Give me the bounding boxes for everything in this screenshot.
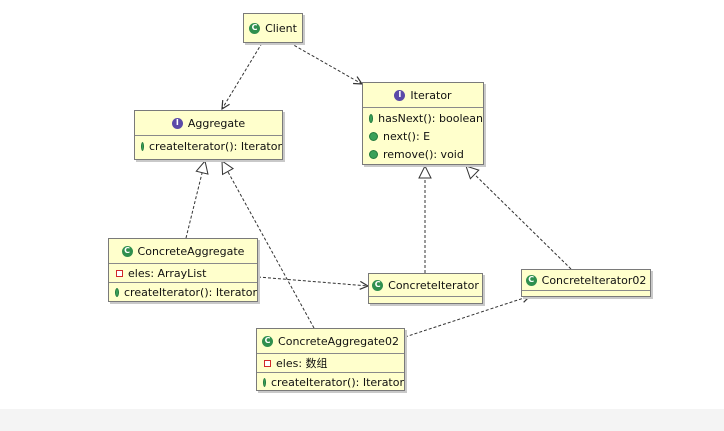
class-concreteiterator[interactable]: C ConcreteIterator xyxy=(368,273,483,304)
class-client-name: Client xyxy=(265,21,297,35)
class-concreteiterator-body xyxy=(369,297,482,301)
private-field-icon xyxy=(264,359,271,367)
field-text: eles: 数组 xyxy=(276,357,328,370)
private-field-icon xyxy=(116,269,123,277)
class-concreteaggregate-methods: createIterator(): Iterator xyxy=(109,283,257,301)
class-concreteaggregate-header: C ConcreteAggregate xyxy=(109,239,257,264)
method-row: createIterator(): Iterator xyxy=(257,374,404,390)
class-concreteaggregate02[interactable]: C ConcreteAggregate02 eles: 数组 createIte… xyxy=(256,328,405,391)
interface-iterator[interactable]: I Iterator hasNext(): boolean next(): E … xyxy=(362,82,484,165)
class-concreteiterator02-name: ConcreteIterator02 xyxy=(541,273,647,287)
bottom-margin-band xyxy=(0,409,724,431)
field-row: eles: ArrayList xyxy=(109,265,257,281)
realization-concreteaggregate02-aggregate xyxy=(222,161,315,329)
class-icon: C xyxy=(249,22,261,34)
method-text: createIterator(): Iterator xyxy=(270,375,404,389)
class-icon: C xyxy=(121,245,133,257)
interface-aggregate-methods: createIterator(): Iterator xyxy=(135,136,282,156)
dependency-concreteaggregate02-concreteiterator02 xyxy=(404,296,530,338)
field-text: eles: ArrayList xyxy=(128,266,207,280)
interface-aggregate[interactable]: I Aggregate createIterator(): Iterator xyxy=(134,110,283,160)
public-method-icon xyxy=(369,113,374,123)
class-concreteaggregate-name: ConcreteAggregate xyxy=(137,244,245,258)
public-method-icon xyxy=(263,377,266,387)
class-icon: C xyxy=(525,274,537,286)
public-method-icon xyxy=(141,141,144,151)
interface-iterator-name: Iterator xyxy=(410,88,452,102)
public-method-icon xyxy=(369,149,378,159)
method-text: remove(): void xyxy=(383,147,464,161)
method-text: hasNext(): boolean xyxy=(378,111,483,125)
class-icon: C xyxy=(372,279,384,291)
class-concreteiterator-name: ConcreteIterator xyxy=(388,278,479,292)
class-client-header: C Client xyxy=(244,14,302,42)
dependency-concreteaggregate-concreteiterator xyxy=(257,276,368,286)
method-text: createIterator(): Iterator xyxy=(148,139,282,153)
interface-aggregate-name: Aggregate xyxy=(187,116,246,130)
realization-concreteaggregate-aggregate xyxy=(185,161,205,239)
class-concreteiterator02[interactable]: C ConcreteIterator02 xyxy=(521,269,651,297)
class-client[interactable]: C Client xyxy=(243,13,303,43)
method-row: createIterator(): Iterator xyxy=(135,137,282,155)
dependency-client-iterator xyxy=(289,42,362,84)
method-row: hasNext(): boolean xyxy=(363,109,483,127)
class-concreteaggregate02-header: C ConcreteAggregate02 xyxy=(257,329,404,354)
interface-icon: I xyxy=(171,117,183,129)
method-text: next(): E xyxy=(383,129,431,143)
class-concreteaggregate-fields: eles: ArrayList xyxy=(109,264,257,283)
class-concreteiterator02-header: C ConcreteIterator02 xyxy=(522,270,650,291)
class-concreteaggregate02-name: ConcreteAggregate02 xyxy=(278,334,399,348)
interface-icon: I xyxy=(394,89,406,101)
interface-aggregate-header: I Aggregate xyxy=(135,111,282,136)
method-text: createIterator(): Iterator xyxy=(123,285,257,299)
dependency-client-aggregate xyxy=(222,42,263,109)
class-icon: C xyxy=(262,335,274,347)
interface-iterator-methods: hasNext(): boolean next(): E remove(): v… xyxy=(363,108,483,164)
method-row: createIterator(): Iterator xyxy=(109,284,257,300)
method-row: remove(): void xyxy=(363,145,483,163)
public-method-icon xyxy=(115,287,119,297)
class-concreteaggregate02-methods: createIterator(): Iterator xyxy=(257,373,404,391)
field-row: eles: 数组 xyxy=(257,355,404,371)
class-concreteaggregate[interactable]: C ConcreteAggregate eles: ArrayList crea… xyxy=(108,238,258,302)
class-concreteaggregate02-fields: eles: 数组 xyxy=(257,354,404,373)
class-concreteiterator-header: C ConcreteIterator xyxy=(369,274,482,297)
class-concreteiterator02-body xyxy=(522,291,650,295)
public-method-icon xyxy=(369,131,378,141)
realization-concreteiterator02-iterator xyxy=(466,166,572,270)
method-row: next(): E xyxy=(363,127,483,145)
interface-iterator-header: I Iterator xyxy=(363,83,483,108)
